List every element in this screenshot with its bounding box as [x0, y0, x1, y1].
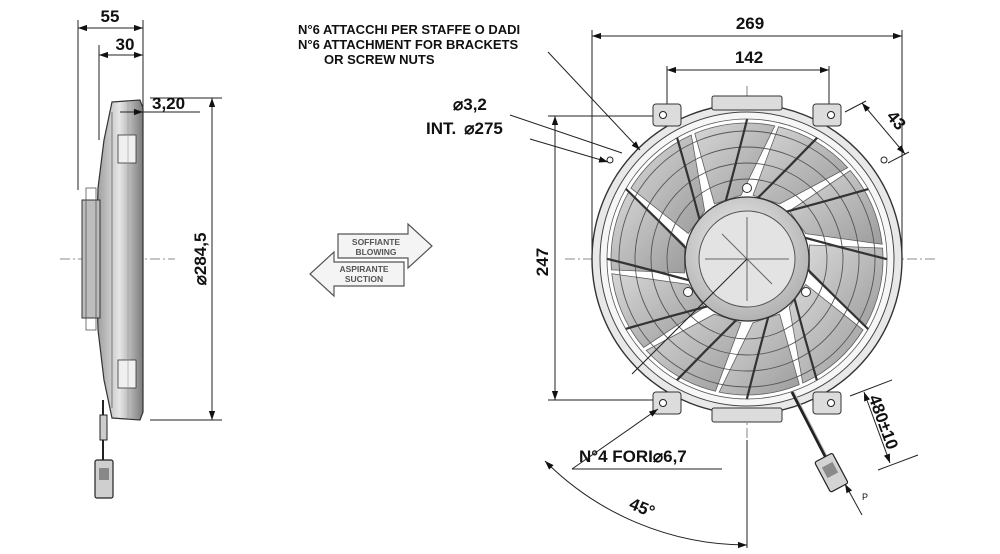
fan-blade	[630, 134, 706, 235]
blowing-arrow	[337, 222, 433, 270]
grille-spoke	[807, 268, 869, 330]
fan-blade	[611, 273, 706, 349]
suction-arrow	[309, 250, 405, 298]
motor-side	[81, 199, 101, 319]
grille-spoke	[625, 188, 687, 250]
grille-spoke	[606, 257, 690, 282]
front-cable	[790, 391, 828, 459]
dim-flange: 3,20	[152, 94, 185, 113]
dim-cable-length: 480±10	[865, 392, 902, 452]
suction-label-en: SUCTION	[345, 274, 383, 284]
grille-spoke	[745, 316, 770, 400]
note-holes: N°4 FORI⌀6,7	[579, 447, 687, 466]
note-attachments-en: N°6 ATTACHMENT FOR BRACKETS	[298, 37, 518, 52]
front-connector	[814, 453, 849, 493]
airflow-indicator: SOFFIANTE BLOWING ASPIRANTE SUCTION	[309, 222, 433, 298]
grille-spoke	[676, 319, 738, 381]
grille-spoke	[676, 137, 701, 220]
fan-blade	[788, 283, 864, 384]
side-view: 55 30 3,20 ⌀284,5	[60, 7, 222, 499]
grille-spoke	[793, 298, 818, 381]
dim-depth: 30	[116, 35, 135, 54]
grille-spoke	[724, 118, 749, 202]
grille-rings	[618, 130, 876, 388]
note-attachments-it: N°6 ATTACCHI PER STAFFE O DADI	[298, 22, 520, 37]
dim-height: 247	[533, 248, 552, 276]
blowing-label-en: BLOWING	[355, 247, 396, 257]
dim-angle: 45°	[627, 494, 658, 521]
dim-total-depth: 55	[101, 7, 120, 26]
fan-side-body	[95, 99, 144, 421]
dim-hole: ⌀3,2	[453, 95, 487, 114]
suction-label-it: ASPIRANTE	[339, 264, 388, 274]
grille-spokes	[606, 118, 888, 400]
blowing-label-it: SOFFIANTE	[352, 237, 400, 247]
notes: N°6 ATTACCHI PER STAFFE O DADI N°6 ATTAC…	[298, 22, 722, 470]
dim-width: 269	[736, 14, 764, 33]
grille-spoke	[786, 188, 869, 213]
dim-bracket-width: 43	[883, 107, 910, 134]
dim-side-diameter: ⌀284,5	[191, 233, 210, 286]
dim-bracket-span: 142	[735, 48, 763, 67]
front-view: P 269 142 247 43 480±10 45°	[533, 14, 935, 549]
dim-internal: INT.⌀275	[426, 119, 503, 138]
grille-spoke	[804, 236, 888, 261]
note-attachments-en2: OR SCREW NUTS	[324, 52, 435, 67]
fan-blade	[788, 169, 883, 245]
grille-spoke	[756, 137, 818, 199]
grille-spoke	[625, 305, 708, 330]
mounting-holes	[606, 111, 888, 407]
connector-label: P	[862, 492, 868, 502]
angle-arc	[544, 460, 748, 549]
